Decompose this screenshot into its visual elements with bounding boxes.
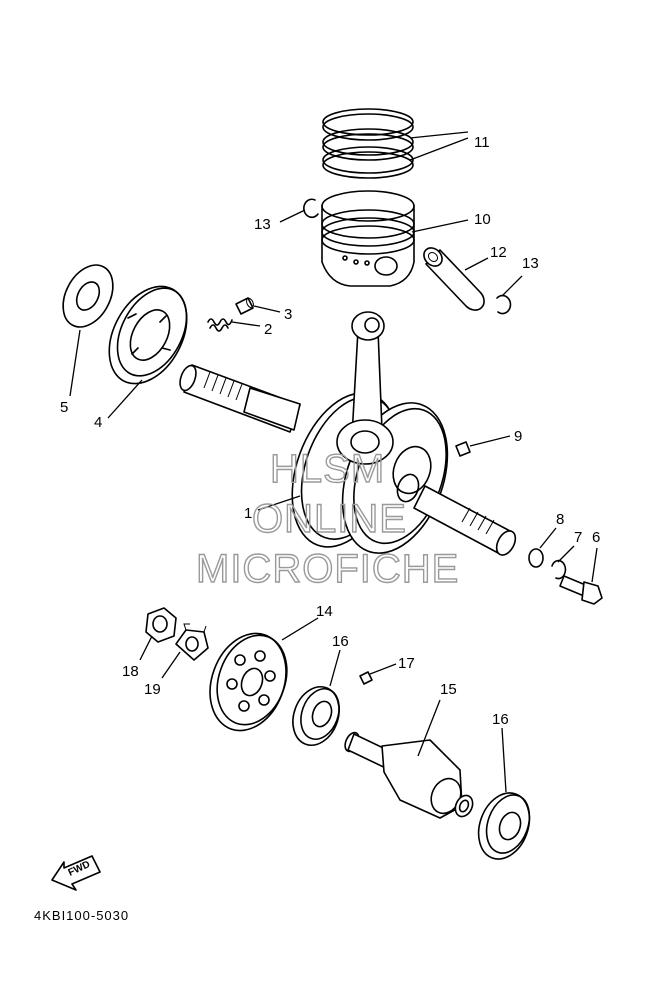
callout-13-right: 13	[522, 255, 539, 272]
leader-13b	[501, 275, 523, 297]
callout-6: 6	[592, 529, 600, 546]
leader-6	[591, 547, 598, 583]
callout-3: 3	[284, 306, 292, 323]
callout-19: 19	[144, 681, 161, 698]
callout-8: 8	[556, 511, 564, 528]
balancer-shaft-15	[344, 731, 474, 819]
watermark-line-1: HLSM	[270, 447, 385, 491]
leader-8	[539, 527, 557, 549]
callout-18: 18	[122, 663, 139, 680]
leader-16b	[501, 727, 507, 793]
lock-washer-19	[175, 623, 209, 661]
circlip-right	[496, 294, 512, 315]
callout-5: 5	[60, 399, 68, 416]
woodruff-key	[455, 441, 471, 457]
key-17	[359, 671, 373, 685]
circlip-left	[303, 198, 319, 219]
callout-7: 7	[574, 529, 582, 546]
leader-18	[139, 635, 153, 661]
part-code: 4KBI100-5030	[34, 908, 129, 923]
callout-10: 10	[474, 211, 491, 228]
callout-2: 2	[264, 321, 272, 338]
piston-pin	[423, 247, 485, 311]
callout-1: 1	[244, 505, 252, 522]
leader-12	[464, 257, 489, 271]
leader-15	[417, 699, 441, 757]
piston	[321, 190, 415, 287]
leader-16a	[329, 649, 341, 687]
callout-11: 11	[474, 134, 490, 151]
leader-5	[69, 329, 81, 397]
gear-14	[209, 632, 288, 732]
leader-10	[411, 219, 469, 233]
plate	[108, 285, 188, 385]
bearing-16-right	[477, 792, 531, 860]
leader-2	[231, 321, 261, 327]
leader-11	[409, 131, 469, 161]
nut-18	[145, 607, 177, 643]
callout-numbers: 11 13 10 12 13 3 2 5 4 9 1 8 7 6 14 16 1…	[60, 134, 600, 728]
callout-4: 4	[94, 414, 102, 431]
callout-9: 9	[514, 428, 522, 445]
leader-14	[281, 617, 319, 641]
leader-13a	[279, 209, 306, 223]
piston-rings	[322, 108, 414, 179]
callout-16-left: 16	[332, 633, 349, 650]
leader-4	[107, 379, 143, 419]
watermark-line-3: MICROFICHE	[196, 547, 459, 591]
callout-15: 15	[440, 681, 457, 698]
fwd-arrow-icon: FWD	[51, 855, 101, 891]
leader-7	[557, 545, 575, 563]
leader-17	[369, 663, 397, 675]
crankshaft	[179, 311, 517, 556]
callout-17: 17	[398, 655, 415, 672]
washer-7	[551, 559, 567, 580]
pin	[235, 297, 254, 315]
leader-3	[253, 305, 281, 313]
washer-8	[528, 548, 544, 568]
callout-12: 12	[490, 244, 507, 261]
watermark-line-2: ONLINE	[252, 497, 407, 541]
callout-13-left: 13	[254, 216, 271, 233]
callout-16-right: 16	[492, 711, 509, 728]
leader-1	[257, 495, 301, 511]
watermark: HLSM ONLINE MICROFICHE	[195, 446, 459, 591]
spring	[207, 318, 233, 332]
leader-9	[469, 435, 511, 447]
leader-19	[161, 651, 181, 679]
callout-14: 14	[316, 603, 333, 620]
washer	[62, 264, 114, 328]
bearing-16-left	[292, 686, 340, 746]
bolt-6	[559, 575, 603, 605]
